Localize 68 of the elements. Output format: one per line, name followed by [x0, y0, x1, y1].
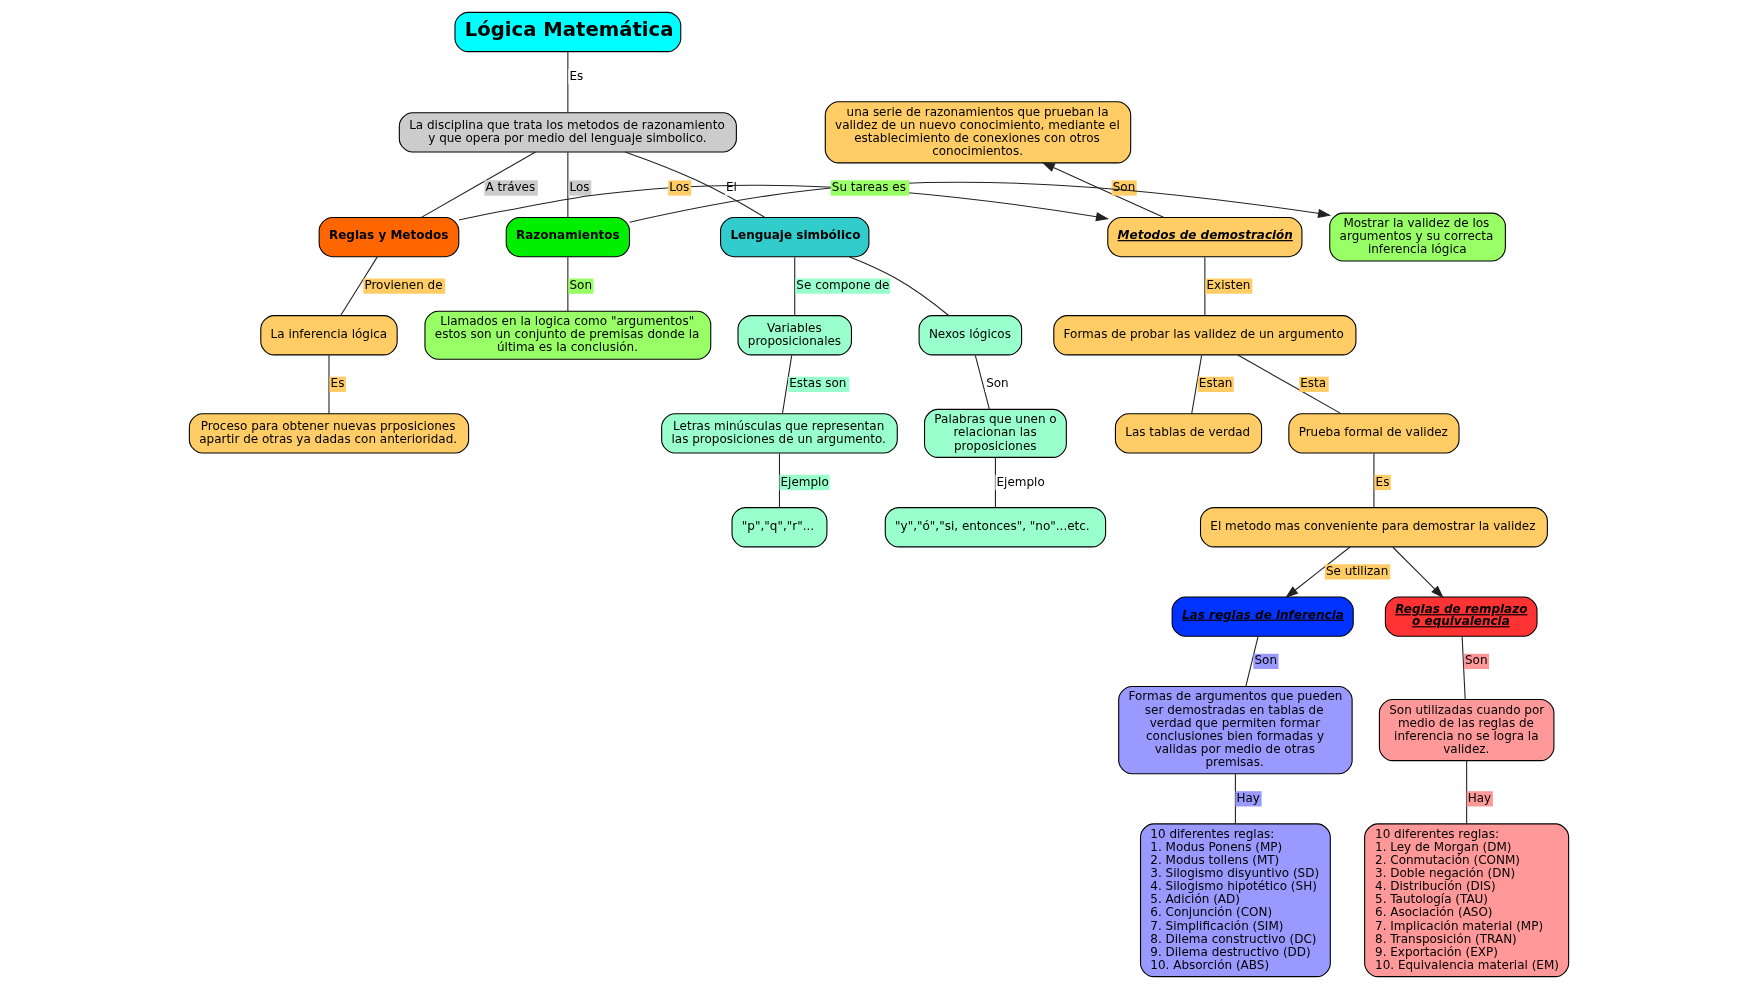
edge-label: Se utilizan: [1325, 564, 1388, 578]
node-box: Palabras que unen o relacionan las proposiciones: [923, 408, 1067, 458]
edge-label: Existen: [1206, 278, 1250, 293]
node-box: Son utilizadas cuando por medio de las reglas de inferencia no se logra la validez.: [1378, 699, 1554, 762]
edge-label: Son: [1464, 653, 1488, 668]
edge-label: Estas son: [788, 376, 846, 391]
node-box: Formas de argumentos que pueden ser demostradas en tablas de verdad que permiten formar conclusiones bien formadas y validas por medio de otras premisas.: [1117, 685, 1353, 775]
node-box: Razonamientos: [505, 216, 630, 258]
edge-label: Hay: [1236, 790, 1260, 805]
node-box: Lenguaje simbólico: [719, 216, 869, 258]
node-box: Nexos lógicos: [918, 315, 1022, 356]
node-box: El metodo mas conveniente para demostrar la validez: [1199, 507, 1548, 548]
connector: [1461, 636, 1466, 701]
edge-label: Esta: [1299, 376, 1326, 391]
connector: [1190, 354, 1202, 415]
edge-label: Provienen de: [363, 278, 443, 293]
connector: [566, 51, 568, 113]
connector: [1244, 636, 1259, 687]
node-box: Metodos de demostración: [1106, 216, 1302, 258]
node-box: Las reglas de inferencia: [1171, 596, 1354, 637]
connector: [339, 256, 378, 317]
node-box: Formas de probar las validez de un argumento: [1052, 315, 1356, 356]
node-box: La disciplina que trata los metodos de razonamiento y que opera por medio del lenguaje simbolico.: [398, 112, 737, 153]
edge-label: Son: [985, 376, 1009, 391]
node-box: "y","ó","si, entonces", "no"...etc.: [884, 507, 1106, 548]
node-box: Letras minúsculas que representan las proposiciones de un argumento.: [660, 413, 898, 454]
edge-label: Los: [668, 180, 689, 195]
edge-label: Se compone de: [795, 278, 889, 293]
edge-label: Estan: [1198, 376, 1232, 391]
node-box: Mostrar la validez de los argumentos y su correcta inferencia lógica: [1328, 212, 1506, 262]
connector: [566, 151, 568, 218]
connector: [974, 354, 990, 410]
connector: [624, 151, 765, 218]
connector: [1372, 452, 1374, 509]
node-box: La inferencia lógica: [259, 315, 398, 356]
arrow: [1041, 162, 1164, 218]
edge-label: Es: [330, 376, 344, 391]
connector: [1465, 760, 1467, 825]
node-box: una serie de razonamientos que prueban la validez de un nuevo conocimiento, mediante el establecimiento de conexiones con otros conocimientos.: [824, 101, 1131, 164]
connector: [566, 256, 568, 312]
edge-label: Su tareas es: [831, 180, 906, 195]
node-box: Llamados en la logica como "argumentos" estos son un conjunto de premisas donde la última es la conclusión.: [423, 310, 711, 360]
node-box: "p","q","r"...: [730, 507, 827, 548]
edge-label: Es: [1375, 474, 1389, 489]
arrow: [1284, 546, 1351, 598]
connector: [848, 256, 949, 317]
node-box: Variables proposicionales: [736, 315, 852, 356]
connector: [781, 354, 792, 415]
node-box: 10 diferentes reglas: 1. Modus Ponens (MP) 2. Modus tollens (MT) 3. Silogismo disyuntivo (SD) 4. Silogismo hipotético (SH) 5. Adición (AD) 6. Conjunción (CON) 7. Simplificación (SIM) 8. Dilema constructivo (DC) 9. Dilema destructivo (DD) 10. Absorción (ABS): [1139, 823, 1331, 978]
node-box: Las tablas de verdad: [1114, 413, 1262, 454]
edge-label: Los: [569, 180, 590, 195]
node-box: Prueba formal de validez: [1287, 413, 1460, 454]
node-box: 10 diferentes reglas: 1. Ley de Morgan (DM) 2. Conmutación (CONM) 3. Doble negación (DN) 4. Distribución (DIS) 5. Tautología (TAU) 6. Asociación (ASO) 7. Implicación material (MP) 8. Transposición (TRAN) 9. Exportación (EXP) 10. Equivalencia material (EM): [1363, 823, 1569, 978]
edge-label: Es: [569, 68, 583, 83]
connector: [793, 256, 795, 317]
node-box: Proceso para obtener nuevas prposiciones apartir de otras ya dadas con anterioridad.: [188, 413, 469, 454]
edge-label: Hay: [1467, 790, 1491, 805]
edge-label: Ejemplo: [780, 474, 829, 489]
edge-label: Ejemplo: [996, 474, 1045, 489]
edge-label: A tráves: [485, 180, 535, 195]
connector: [327, 354, 330, 415]
edge-label: Son: [1254, 653, 1277, 668]
edge-label: Son: [569, 278, 592, 293]
connector: [1203, 256, 1205, 317]
node-box: Reglas de remplazo o equivalencia: [1384, 596, 1538, 637]
node-box: Reglas y Metodos: [318, 216, 459, 258]
arrow: [1391, 546, 1444, 599]
node-box: Lógica Matemática: [453, 11, 681, 53]
